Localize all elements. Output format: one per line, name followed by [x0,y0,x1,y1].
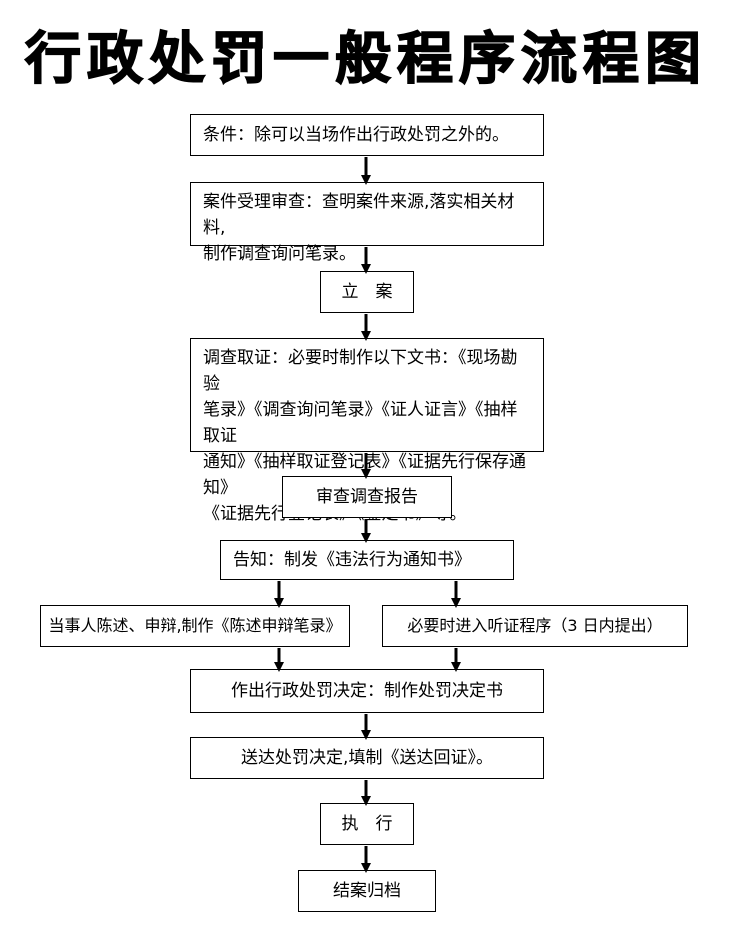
step-delivery-label: 送达处罚决定,填制《送达回证》。 [241,748,493,768]
step-hearing: 必要时进入听证程序（3 日内提出） [382,605,688,647]
step-condition: 条件：除可以当场作出行政处罚之外的。 [190,114,544,156]
step-statement: 当事人陈述、申辩,制作《陈述申辩笔录》 [40,605,350,647]
step-notice-label: 告知：制发《违法行为通知书》 [233,550,471,570]
step-archive-label: 结案归档 [333,881,401,901]
step-acceptance-label: 案件受理审查：查明案件来源,落实相关材料, 制作调查询问笔录。 [203,192,515,264]
step-statement-label: 当事人陈述、申辩,制作《陈述申辩笔录》 [48,616,342,635]
step-execution: 执 行 [320,803,414,845]
step-decision: 作出行政处罚决定：制作处罚决定书 [190,669,544,713]
step-delivery: 送达处罚决定,填制《送达回证》。 [190,737,544,779]
step-report: 审查调查报告 [282,476,452,518]
step-investigation: 调查取证：必要时制作以下文书：《现场勘验 笔录》《调查询问笔录》《证人证言》《抽… [190,338,544,524]
step-notice: 告知：制发《违法行为通知书》 [220,540,514,580]
step-archive: 结案归档 [298,870,436,912]
step-hearing-label: 必要时进入听证程序（3 日内提出） [407,616,663,635]
step-decision-label: 作出行政处罚决定：制作处罚决定书 [231,681,503,701]
step-execution-label: 执 行 [341,814,393,834]
page-title: 行政处罚一般程序流程图 [24,26,707,93]
step-report-label: 审查调查报告 [316,487,418,507]
step-acceptance: 案件受理审查：查明案件来源,落实相关材料, 制作调查询问笔录。 [190,182,544,264]
step-condition-label: 条件：除可以当场作出行政处罚之外的。 [203,125,509,145]
step-filing-label: 立 案 [341,282,393,302]
step-filing: 立 案 [320,271,414,313]
